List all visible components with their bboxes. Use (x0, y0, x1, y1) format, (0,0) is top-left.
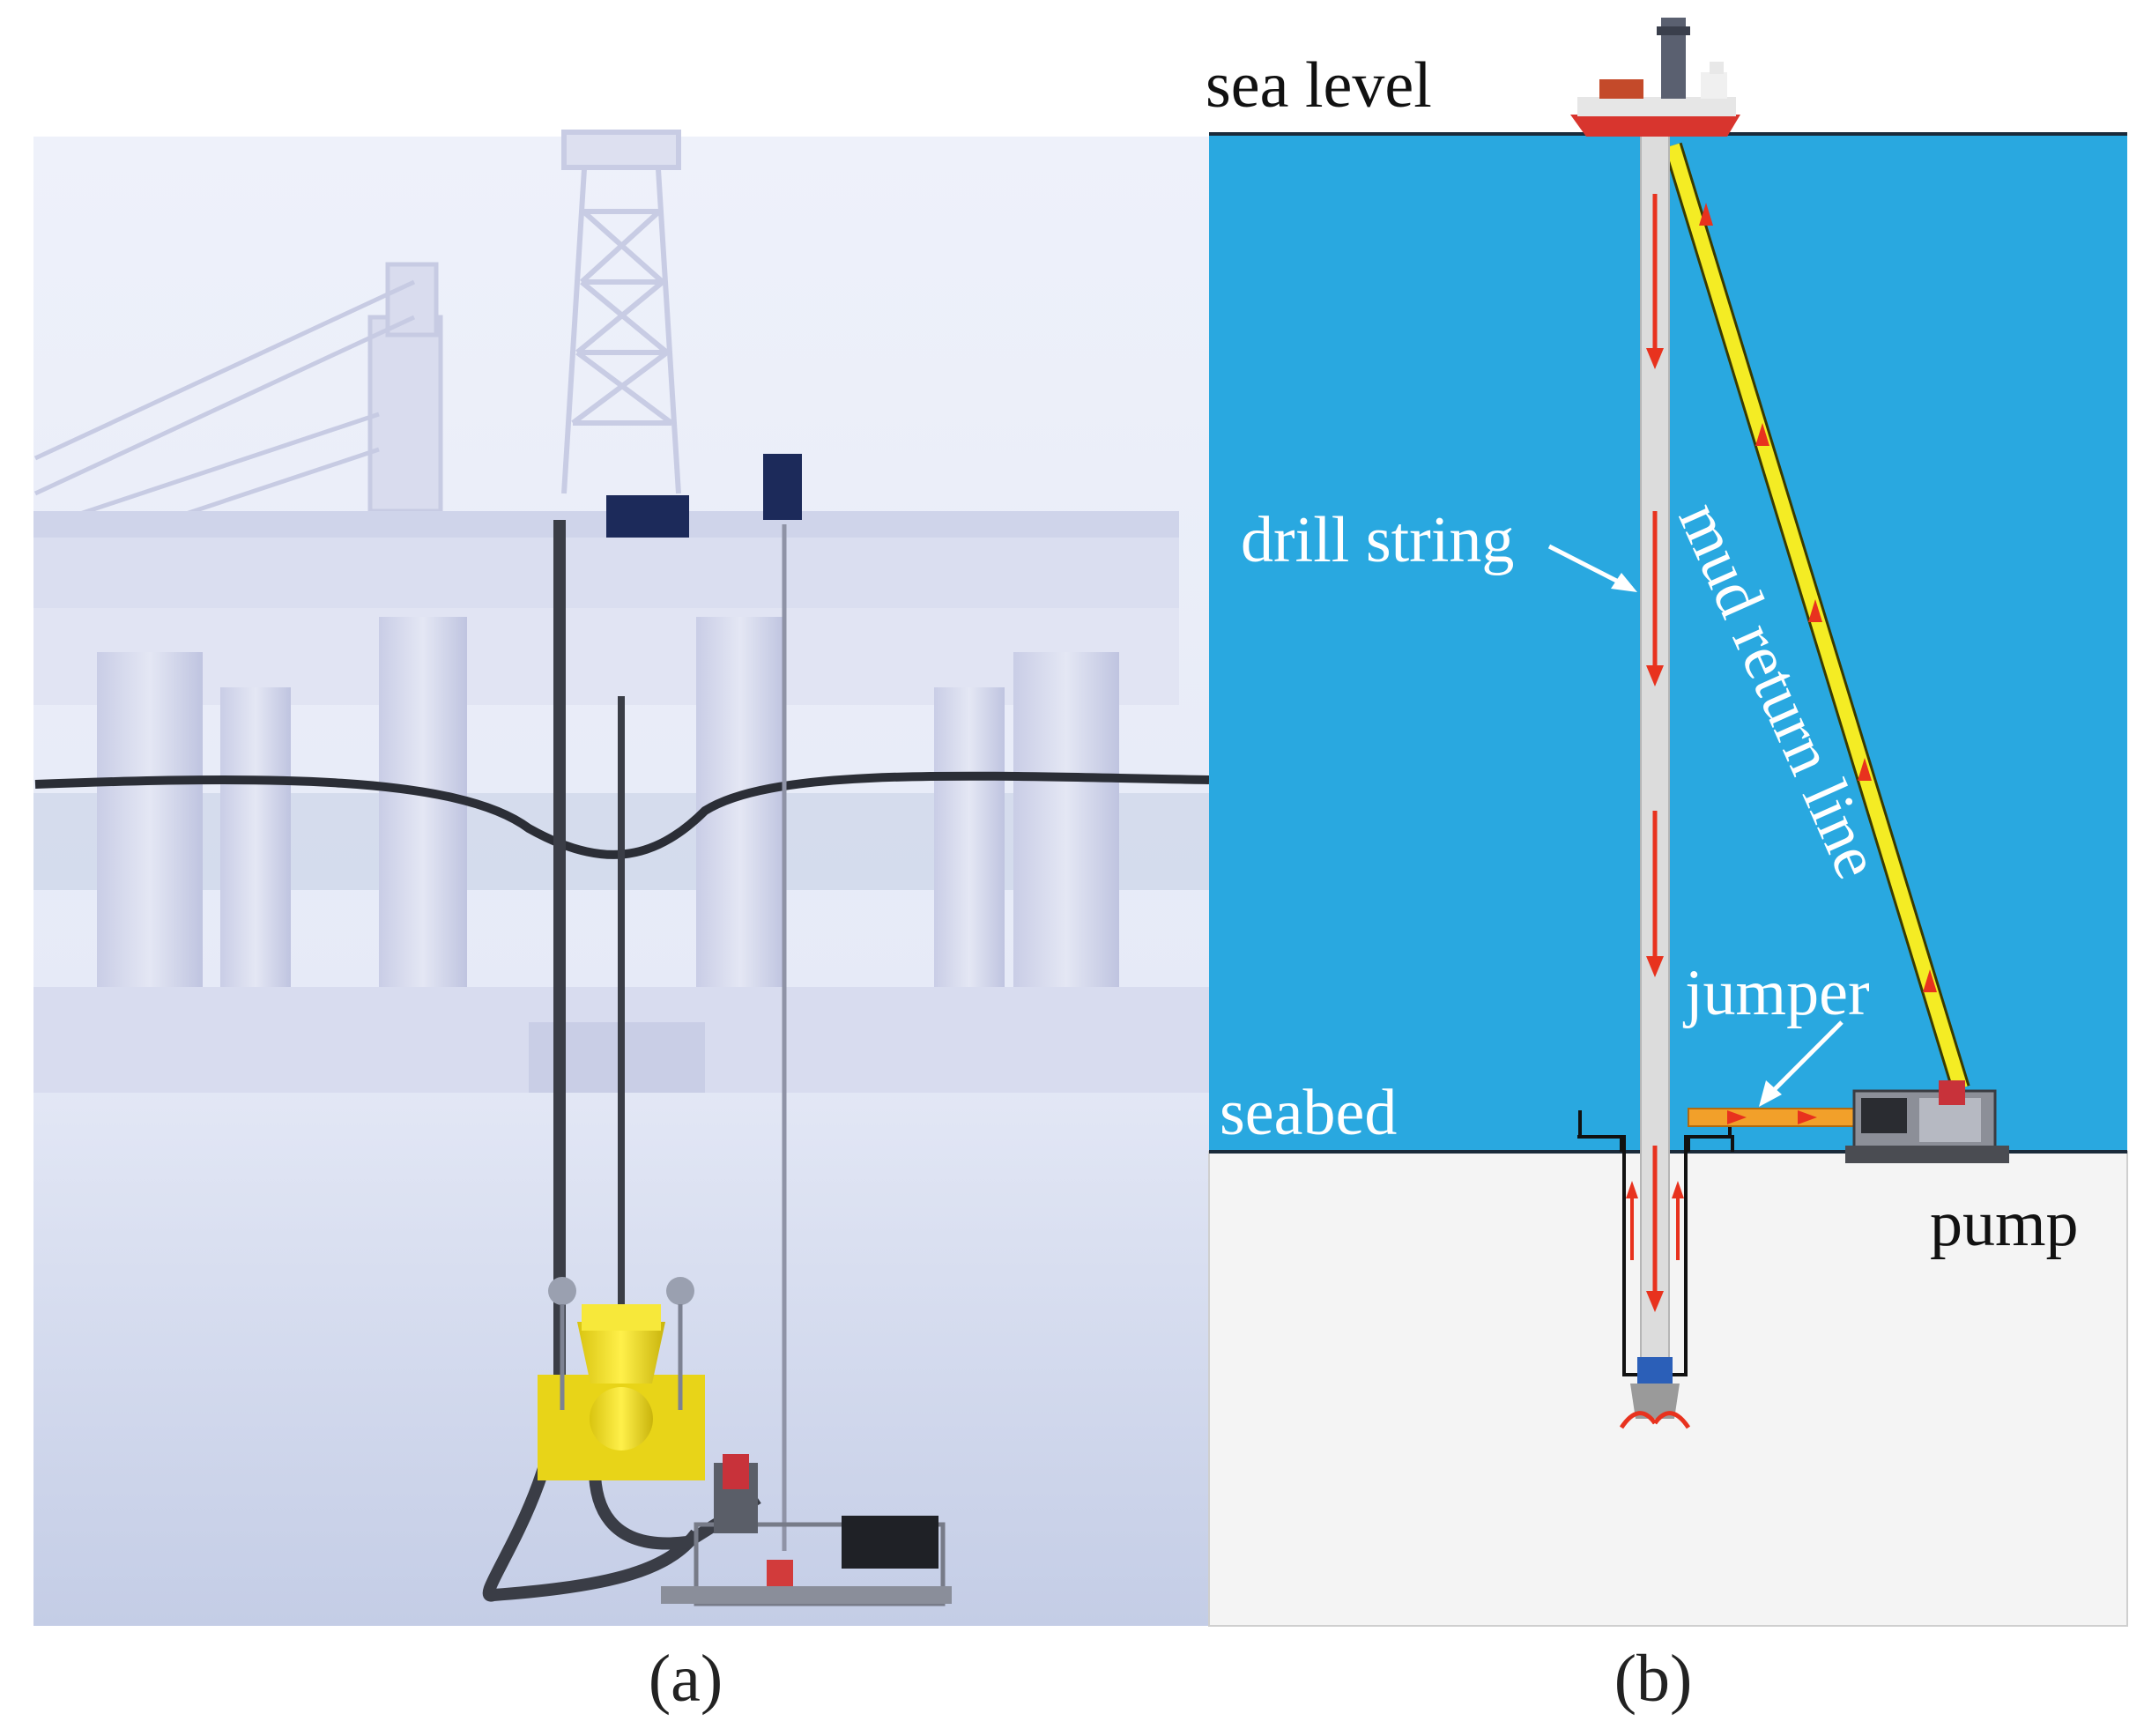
jumper-flow-arrows (1727, 1110, 1817, 1124)
rig-deck (33, 533, 1179, 608)
drill-string-label: drill string (1241, 504, 1515, 576)
deck-equipment-box (763, 454, 802, 520)
subsea-pump (1845, 1080, 2009, 1163)
seabed-label: seabed (1220, 1077, 1398, 1149)
jumper-line (1688, 1108, 1871, 1127)
jumper-label: jumper (1685, 957, 1870, 1029)
sea-level-label: sea level (1206, 49, 1432, 122)
panel-b-caption: (b) (1614, 1642, 1693, 1716)
subsea-pump-skid (661, 1454, 952, 1606)
drill-bit (1619, 1357, 1691, 1429)
deck-equipment-box (606, 495, 689, 538)
jumper-leader (1761, 1020, 1844, 1103)
crane (33, 262, 443, 567)
drillship (1570, 18, 1740, 137)
panel-a-rig-illustration (33, 130, 1210, 1626)
panel-b-schematic (1208, 18, 2128, 1627)
panel-a-caption: (a) (648, 1642, 723, 1716)
subsea-wellhead-structure (538, 1277, 705, 1480)
pump-label: pump (1930, 1188, 2079, 1260)
rig-columns (97, 617, 1119, 1022)
mud-return-flow-arrows (1699, 203, 1937, 992)
derrick-tower (561, 130, 681, 494)
